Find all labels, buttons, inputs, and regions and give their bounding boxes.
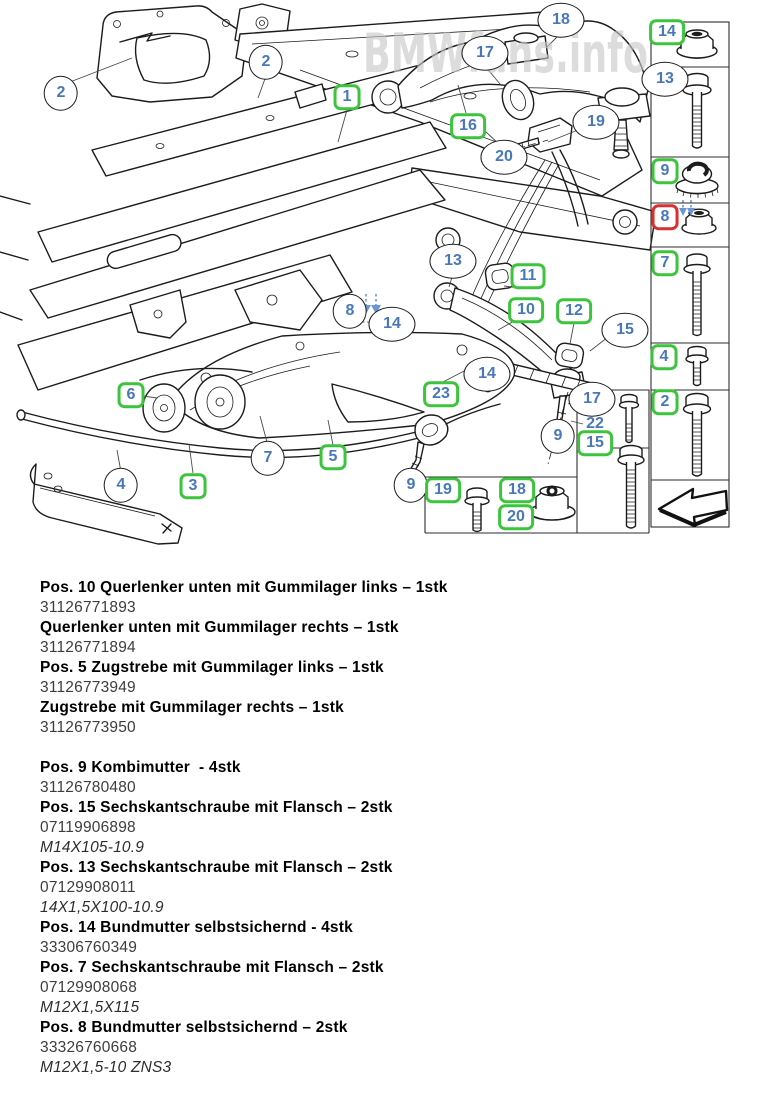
callout-9: 9 [544,423,572,449]
callout-2: 2 [651,389,679,415]
callout-10: 10 [508,297,544,323]
callout-15: 15 [577,430,613,456]
part-spec: M12X1,5-10 ZNS3 [40,1059,172,1076]
callout-11: 11 [510,263,546,289]
callout-8: 8 [336,298,364,324]
rear-crossmember [407,167,657,253]
bolt-pos15 [617,444,645,529]
callout-13: 13 [647,66,683,92]
part-title: Zugstrebe mit Gummilager rechts – 1stk [40,699,344,716]
callout-2: 2 [47,80,75,106]
lock-nut-pos8 [679,200,717,235]
part-number: 31126771894 [40,639,136,656]
flange-nut-pos14 [676,29,718,59]
callout-7: 7 [254,445,282,471]
axle-support-diagram: BMWfans.info [0,0,767,555]
back-arrow-icon [657,487,729,528]
callout-19: 19 [578,109,614,135]
callout-3: 3 [179,473,207,499]
part-title: Querlenker unten mit Gummilager rechts –… [40,619,399,636]
bolt-pos22 [618,393,640,444]
part-number: 31126773949 [40,679,136,696]
callout-19: 19 [425,477,461,503]
part-title: Pos. 13 Sechskantschraube mit Flansch – … [40,859,393,876]
cradle-bushings [139,367,253,433]
callout-14: 14 [374,311,410,337]
part-number: 07119906898 [40,819,136,836]
bolt-pos7 [683,253,711,337]
callout-2: 2 [252,49,280,75]
part-title: Pos. 14 Bundmutter selbstsichernd - 4stk [40,919,353,936]
part-title: Pos. 8 Bundmutter selbstsichernd – 2stk [40,1019,348,1036]
callout-9: 9 [397,472,425,498]
callout-18: 18 [499,477,535,503]
part-number: 31126773950 [40,719,136,736]
spacer [40,738,448,758]
part-spec: M12X1,5X115 [40,999,140,1016]
part-title: Pos. 10 Querlenker unten mit Gummilager … [40,579,448,596]
bolt-pos4 [685,345,709,387]
part-spec: M14X105-10.9 [40,839,145,856]
callout-20: 20 [498,504,534,530]
callout-5: 5 [319,444,347,470]
callout-23: 23 [423,381,459,407]
console-bracket [96,5,248,103]
callout-15: 15 [607,317,643,343]
part-number: 07129908068 [40,979,138,996]
lower-cradle [0,195,353,391]
callout-14: 14 [469,361,505,387]
part-number: 31126771893 [40,599,136,616]
part-title: Pos. 7 Sechskantschraube mit Flansch – 2… [40,959,384,976]
callout-8: 8 [651,204,679,230]
stabilizer-bar [16,409,433,459]
callout-13: 13 [435,248,471,274]
part-number: 07129908011 [40,879,136,896]
bolt-pos2 [682,392,712,477]
callout-4: 4 [650,344,678,370]
callout-1: 1 [333,84,361,110]
callout-6: 6 [117,382,145,408]
callout-16: 16 [450,113,486,139]
bolt-pos19 [464,487,490,533]
callout-17: 17 [467,40,503,66]
fastener-column [650,21,730,528]
parts-list: Pos. 10 Querlenker unten mit Gummilager … [40,578,448,1078]
callout-22: 22 [586,415,604,433]
part-number: 31126780480 [40,779,136,796]
part-number: 33306760349 [40,939,138,956]
front-axle-support-drawing [0,3,657,545]
part-spec: 14X1,5X100-10.9 [40,899,164,916]
flange-nut-pos18-20 [528,485,576,521]
callout-9: 9 [651,158,679,184]
reaction-arm [29,463,183,545]
callout-18: 18 [543,7,579,33]
part-title: Pos. 9 Kombimutter - 4stk [40,759,241,776]
callout-4: 4 [107,472,135,498]
callout-7: 7 [651,250,679,276]
combi-nut-pos9 [675,161,719,198]
callout-20: 20 [486,144,522,170]
callout-12: 12 [556,298,592,324]
diagram-artwork: BMWfans.info [0,3,730,545]
part-title: Pos. 5 Zugstrebe mit Gummilager links – … [40,659,384,676]
part-title: Pos. 15 Sechskantschraube mit Flansch – … [40,799,393,816]
part-number: 33326760668 [40,1039,138,1056]
tension-strut [409,403,501,473]
callout-17: 17 [574,386,610,412]
callout-14: 14 [649,19,685,45]
